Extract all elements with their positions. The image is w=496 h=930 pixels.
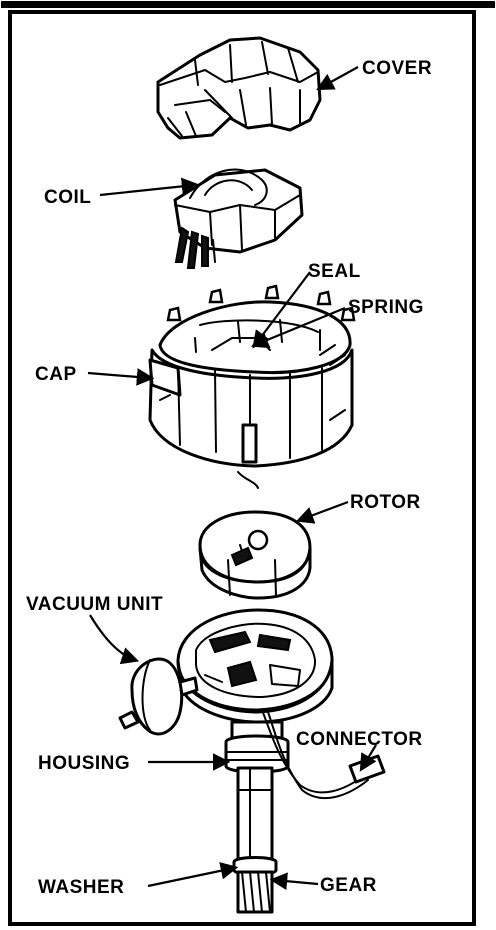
border bbox=[8, 10, 476, 926]
label-gear: GEAR bbox=[320, 875, 377, 896]
label-cover: COVER bbox=[362, 58, 432, 79]
label-housing: HOUSING bbox=[38, 753, 130, 774]
label-vacuum-unit: VACUUM UNIT bbox=[26, 594, 163, 615]
coil-part bbox=[173, 168, 304, 269]
label-rotor: ROTOR bbox=[350, 492, 421, 513]
rotor-part bbox=[198, 510, 312, 600]
label-seal: SEAL bbox=[308, 261, 361, 282]
leader-lines bbox=[87, 66, 377, 890]
label-spring: SPRING bbox=[348, 297, 424, 318]
top-rule bbox=[1, 1, 495, 8]
label-connector: CONNECTOR bbox=[296, 729, 423, 750]
cover-part bbox=[156, 36, 322, 140]
label-cap: CAP bbox=[35, 364, 77, 385]
housing-part bbox=[118, 608, 386, 914]
label-coil: COIL bbox=[44, 187, 91, 208]
label-washer: WASHER bbox=[38, 877, 124, 898]
